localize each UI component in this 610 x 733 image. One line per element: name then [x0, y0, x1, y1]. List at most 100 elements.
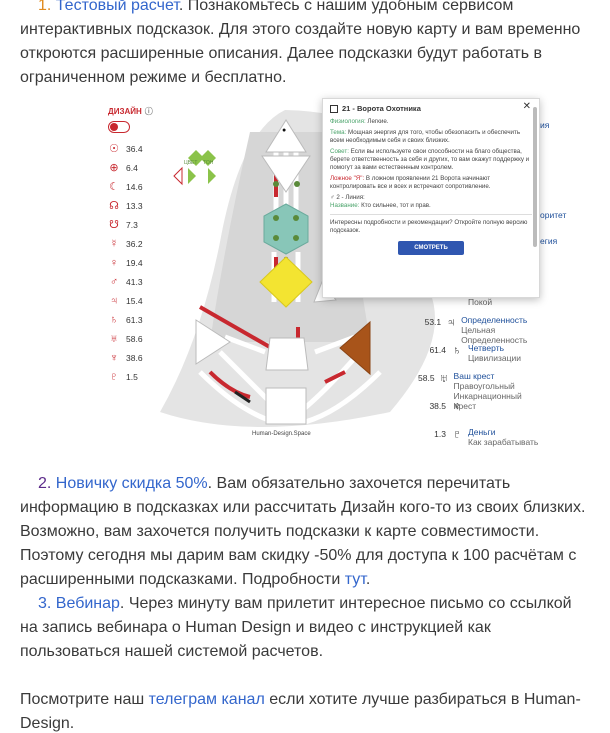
- line: Посмотрите наш телеграм канал если хотит…: [20, 691, 581, 708]
- details-link[interactable]: тут: [344, 571, 366, 588]
- view-button[interactable]: СМОТРЕТЬ: [398, 241, 464, 255]
- ajna-center[interactable]: [261, 155, 311, 193]
- label-subtitle: Покой: [468, 297, 493, 307]
- line: ограниченном режиме и бесплатно.: [20, 69, 287, 86]
- label-title[interactable]: Ваш крест: [453, 371, 495, 381]
- planet-value: 13.3: [126, 200, 143, 211]
- item-number: 1.: [38, 0, 52, 14]
- design-planet-row[interactable]: ☉ 36.4: [108, 139, 178, 158]
- planet-icon: ♆: [452, 399, 462, 413]
- line: на запись вебинара о Human Design и виде…: [20, 619, 491, 636]
- sun-icon: ☉: [109, 143, 119, 155]
- item-number: 2.: [38, 475, 52, 492]
- line: расширенными подсказками. Подробности ту…: [20, 571, 371, 588]
- planet-value: 36.4: [126, 143, 143, 154]
- sacral-center[interactable]: [265, 337, 309, 371]
- popup-footer: Интересны подробности и рекомендации? От…: [330, 219, 528, 234]
- test-calc-link[interactable]: Тестовый расчет: [55, 0, 179, 14]
- popup-scrollbar[interactable]: [533, 107, 537, 247]
- name-row: Название: Кто сильнее, тот и прав.: [330, 202, 431, 209]
- mercury-icon: ☿: [109, 237, 119, 250]
- design-planet-row[interactable]: ⊕ 6.4: [108, 158, 178, 177]
- planet-value: 58.6: [126, 333, 143, 344]
- label-subtitle: Цивилизации: [468, 353, 521, 363]
- design-planet-row[interactable]: ☾14.6: [108, 177, 178, 196]
- peek-text-1[interactable]: оритет: [540, 210, 567, 220]
- g-center[interactable]: [259, 256, 313, 308]
- planet-value: 6.4: [126, 162, 138, 173]
- peek-text-2[interactable]: егия: [540, 236, 558, 246]
- spleen-center[interactable]: [195, 319, 231, 365]
- advice-row: Совет: Если вы используете свои способно…: [330, 148, 530, 171]
- planet-value: 7.3: [126, 219, 138, 230]
- line-row: ♂ 2 - Линия:: [330, 194, 365, 201]
- info-icon[interactable]: ⓘ: [144, 107, 153, 116]
- personality-value: 1.3: [434, 429, 446, 439]
- label-title[interactable]: Определенность: [461, 315, 528, 325]
- design-planet-row[interactable]: ♃ 15.4: [108, 291, 178, 310]
- design-planet-row[interactable]: ♄ 61.3: [108, 310, 178, 329]
- telegram-link[interactable]: телеграм канал: [148, 691, 265, 708]
- close-icon[interactable]: ✕: [522, 101, 531, 112]
- label-subtitle: Как зарабатывать: [468, 437, 539, 447]
- planet-value: 14.6: [126, 181, 143, 192]
- saturn-icon: ♄: [109, 313, 119, 326]
- head-center[interactable]: [265, 119, 307, 153]
- personality-row[interactable]: 38.5 ♆: [418, 399, 546, 427]
- design-planet-row[interactable]: ♀ 19.4: [108, 253, 178, 272]
- popup-title: 21 - Ворота Охотника: [342, 104, 421, 113]
- design-planet-row[interactable]: ♅58.6: [108, 329, 178, 348]
- design-planet-row[interactable]: ♂41.3: [108, 272, 178, 291]
- arrow-green-icon: [188, 168, 196, 184]
- design-header: ДИЗАЙН ⓘ: [108, 106, 178, 117]
- neptune-icon: ♆: [109, 351, 119, 364]
- theme-row: Тема: Мощная энергия для того, чтобы обе…: [330, 129, 521, 144]
- design-planet-row[interactable]: ☋7.3: [108, 215, 178, 234]
- false-self-row: Ложное "Я": В ложном проявлении 21 Ворот…: [330, 175, 491, 190]
- planet-icon: ♇: [452, 427, 462, 441]
- planet-value: 38.6: [126, 352, 143, 363]
- label-subtitle: Цельная Определенность: [461, 325, 528, 345]
- planet-value: 19.4: [126, 257, 143, 268]
- personality-column: 21.2♂ПодписьПокой53.1♃ОпределенностьЦель…: [418, 287, 546, 455]
- planet-icon: ♃: [446, 315, 456, 329]
- jupiter-icon: ♃: [109, 294, 119, 307]
- gate-icon: [330, 105, 338, 113]
- text: . Познакомьтесь с нашим удобным сервисом: [178, 0, 514, 14]
- design-planet-row[interactable]: ☿36.2: [108, 234, 178, 253]
- design-toggle[interactable]: [108, 121, 130, 133]
- root-center[interactable]: [265, 387, 307, 425]
- discount-link[interactable]: Новичку скидка 50%: [55, 475, 208, 492]
- divider: [330, 214, 532, 215]
- solar-plexus-center[interactable]: [339, 320, 371, 376]
- earth-icon: ⊕: [109, 162, 119, 174]
- pluto-icon: ♇: [109, 370, 119, 383]
- design-planet-row[interactable]: ♆ 38.6: [108, 348, 178, 367]
- venus-icon: ♀: [109, 256, 119, 269]
- line: информацию в подсказках или рассчитать Д…: [20, 499, 586, 516]
- planet-value: 15.4: [126, 295, 143, 306]
- north-node-icon: ☊: [109, 200, 119, 212]
- design-planet-row[interactable]: ♇ 1.5: [108, 367, 178, 386]
- planet-value: 61.3: [126, 314, 143, 325]
- personality-value: 38.5: [429, 401, 446, 411]
- design-planet-row[interactable]: ☊ 13.3: [108, 196, 178, 215]
- text-block: интерактивных подсказок. Для этого созда…: [20, 18, 595, 90]
- item-test-calc: 1. Тестовый расчет. Познакомьтесь с наши…: [20, 0, 595, 18]
- line: Поэтому сегодня мы дарим вам скидку -50%…: [20, 547, 577, 564]
- color-tag: ЦВЕТ: [184, 160, 198, 166]
- webinar-link[interactable]: Вебинар: [55, 595, 120, 612]
- label-title[interactable]: Деньги: [468, 427, 496, 437]
- line: 2. Новичку скидка 50%. Вам обязательно з…: [38, 475, 511, 492]
- planet-value: 1.5: [126, 371, 138, 382]
- label-title[interactable]: Четверть: [468, 343, 505, 353]
- line: Design.: [20, 715, 75, 732]
